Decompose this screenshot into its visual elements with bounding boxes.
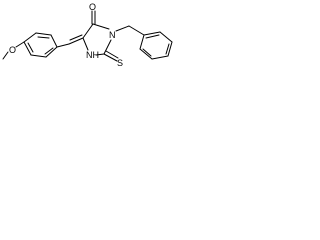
- bond-n-ch2: [115, 25, 130, 32]
- atom-thione-sulfur: S: [117, 58, 123, 68]
- benzyl-phenyl-ring: [139, 31, 173, 60]
- bond-o-aryl: [15, 41, 25, 48]
- atom-methoxy-oxygen: O: [9, 45, 16, 55]
- exocyclic-double-bond: [68, 34, 84, 45]
- thione-double-bond: [103, 50, 119, 62]
- chemical-structure-diagram: O O NH N S: [2, 2, 173, 68]
- atom-carbonyl-oxygen: O: [89, 2, 96, 12]
- bond-ch2-phenyl: [128, 25, 145, 36]
- methoxyphenyl-ring: [23, 32, 58, 58]
- bond-aryl-methine: [56, 43, 70, 48]
- atom-ring-nh: NH: [86, 50, 99, 60]
- bond-methyl-o: [2, 51, 9, 60]
- carbonyl-double-bond: [91, 10, 96, 25]
- thiohydantoin-ring: [82, 23, 112, 56]
- atom-ring-nitrogen: N: [109, 30, 116, 40]
